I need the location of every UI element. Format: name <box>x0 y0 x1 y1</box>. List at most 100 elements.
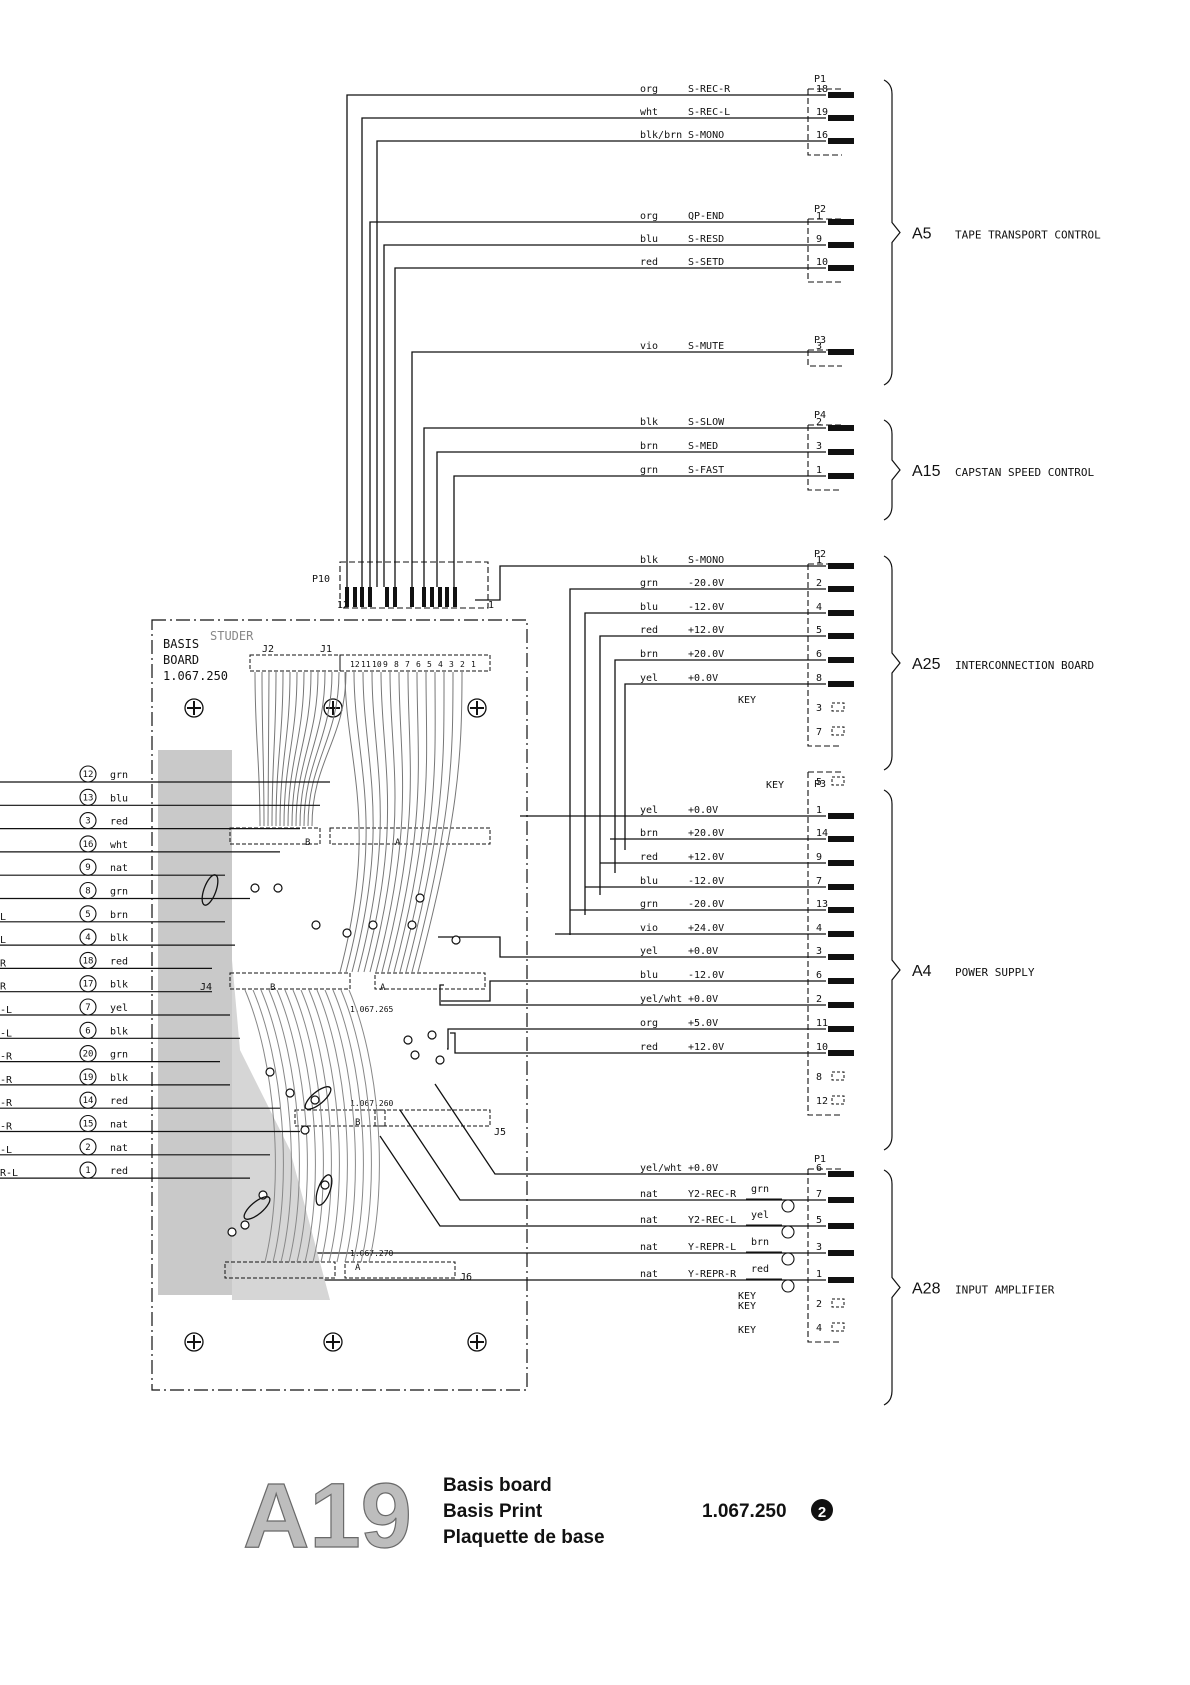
wire-number-marker <box>79 1068 97 1086</box>
wire-number: 20 <box>83 1050 94 1060</box>
pin-number: 8 <box>816 673 822 684</box>
pin-number: 9 <box>816 234 822 245</box>
pin-number: 4 <box>816 923 822 934</box>
shield-terminal <box>781 1199 795 1213</box>
pin-number: 10 <box>816 1042 828 1053</box>
revision-badge <box>811 1499 833 1521</box>
wire-color: grn <box>640 465 658 476</box>
trace <box>450 1032 826 1054</box>
wire-signal: +0.0V <box>688 946 718 957</box>
footer-caption: A19 Basis board Basis Print Plaquette de… <box>242 1464 833 1568</box>
pin-number: 7 <box>816 1189 822 1200</box>
sub-board-number: 1.067.265 <box>350 1005 394 1014</box>
wire-color: blu <box>640 970 658 981</box>
wire-color: org <box>640 211 658 222</box>
wire-signal: -12.0V <box>688 876 724 887</box>
pin-number: 11 <box>816 1018 828 1029</box>
pin-contact <box>828 242 854 248</box>
wire-signal: +12.0V <box>688 852 724 863</box>
wire-color: nat <box>110 1143 128 1154</box>
board-title-line: 1.067.250 <box>163 669 228 683</box>
solder-pad <box>403 1035 413 1045</box>
title-english: Basis board <box>443 1475 552 1496</box>
board-trace <box>348 989 380 1263</box>
wire-number-marker <box>79 905 97 923</box>
trace <box>599 635 826 895</box>
wire-number-marker <box>79 928 97 946</box>
pin-number: 6 <box>816 649 822 660</box>
shield-color: grn <box>751 1184 769 1195</box>
j1-pin-number: 1 <box>471 660 476 669</box>
wire-end-label: R <box>0 982 7 993</box>
pin-contact <box>828 1223 854 1229</box>
pin-contact <box>828 1171 854 1177</box>
pin-number: 7 <box>816 876 822 887</box>
board-trace <box>308 989 340 1263</box>
j1-pin-number: 5 <box>427 660 432 669</box>
solder-pad <box>310 1095 320 1105</box>
wire-number: 5 <box>85 910 90 920</box>
wire-signal: Y-REPR-R <box>688 1269 737 1280</box>
wire-end-label: R-L <box>0 1168 18 1179</box>
mounting-hole <box>323 1332 343 1352</box>
group-bracket <box>883 789 901 1151</box>
key-label: KEY <box>766 780 784 791</box>
board-trace <box>363 671 389 973</box>
board-trace <box>381 671 411 973</box>
plug-outline <box>807 424 842 491</box>
wire-color: yel/wht <box>640 994 682 1005</box>
board-trace <box>267 671 270 827</box>
pin-contact <box>828 425 854 431</box>
j1-pin-number: 2 <box>460 660 465 669</box>
pin-number: 3 <box>816 1242 822 1253</box>
board-trace <box>276 989 308 1263</box>
row-label: B <box>355 1118 360 1128</box>
wire-number: 15 <box>83 1120 94 1130</box>
board-trace <box>351 671 374 973</box>
j1-pin-number: 4 <box>438 660 443 669</box>
solder-pad <box>342 928 352 938</box>
wire-end-label: -L <box>0 1005 12 1016</box>
trace <box>624 683 826 850</box>
wire-signal: Y2-REC-L <box>688 1215 736 1226</box>
board-trace <box>369 671 396 973</box>
board-trace <box>295 671 319 827</box>
wire-signal: -12.0V <box>688 602 724 613</box>
wire-signal: +12.0V <box>688 625 724 636</box>
p10-pin <box>345 587 349 607</box>
wire-color: blk <box>110 980 128 991</box>
p10-pin <box>353 587 357 607</box>
board-trace <box>357 671 381 973</box>
pin-contact <box>828 563 854 569</box>
wire-end-label: -R <box>0 1098 13 1109</box>
wire-number-marker <box>79 812 97 830</box>
mounting-hole <box>467 1332 487 1352</box>
wire-number-marker <box>79 1138 97 1156</box>
pin-contact <box>828 138 854 144</box>
wire-end-label: -R <box>0 1122 13 1133</box>
wire-number-marker <box>79 765 97 783</box>
mounting-hole <box>184 1332 204 1352</box>
wire-number-marker <box>79 998 97 1016</box>
module-id: A25 <box>912 656 941 673</box>
wire-number: 1 <box>85 1166 90 1176</box>
wire-number: 3 <box>85 817 90 827</box>
pin-contact <box>828 860 854 866</box>
trace <box>423 427 826 587</box>
title-french: Plaquette de base <box>443 1527 605 1548</box>
wire-color: blk <box>640 417 658 428</box>
key-pin <box>831 1298 845 1308</box>
wire-number: 17 <box>83 980 94 990</box>
trace <box>436 451 826 587</box>
board-trace <box>324 989 356 1263</box>
wire-signal: S-MED <box>688 441 718 452</box>
key-pin-number: 5 <box>816 777 822 788</box>
group-bracket <box>883 419 901 521</box>
